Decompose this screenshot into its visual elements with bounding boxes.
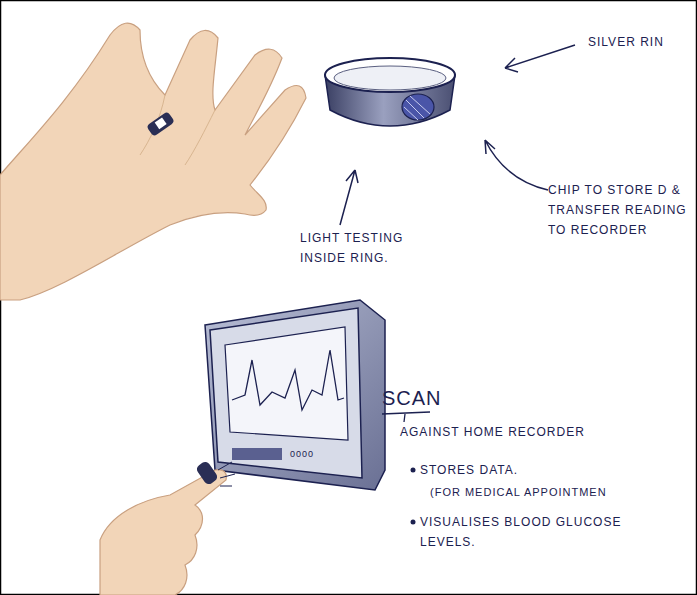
hand-sketch [100,470,226,595]
section-heading: SCAN [382,385,462,411]
note-item: VISUALISES BLOOD GLUCOSE LEVELS. [420,512,680,552]
bullet [411,520,416,525]
leader-arrow [485,140,548,190]
ring-chip [402,94,434,120]
hand-sketch [0,23,306,300]
leader-arrow [505,45,575,72]
recorder-body [205,300,385,490]
heading-underline [382,412,430,422]
recorder-buttons [232,448,282,460]
ring-rim [325,58,455,92]
part-label: CHIP TO STORE D & TRANSFER READING TO RE… [548,180,688,240]
leader-arrow [340,170,358,225]
note-item: (FOR MEDICAL APPOINTMEN [430,482,695,502]
chip-hatch [404,96,430,120]
recorder-screen [225,327,348,440]
display-digits: 0000 [290,444,350,464]
ring-chip [155,117,167,129]
finger-line [140,95,215,165]
worn-ring [146,111,175,137]
note-item: STORES DATA. [420,460,620,480]
glucose-wave [232,350,344,410]
worn-ring [146,111,175,137]
part-label: SILVER RIN [588,32,693,52]
bullet [411,468,416,473]
worn-ring [195,460,219,486]
note-text: AGAINST HOME RECORDER [400,422,640,442]
part-label: LIGHT TESTING INSIDE RING. [300,228,430,268]
recorder-face [210,308,362,478]
ring-inside [334,66,446,90]
scan-motion [218,462,235,486]
